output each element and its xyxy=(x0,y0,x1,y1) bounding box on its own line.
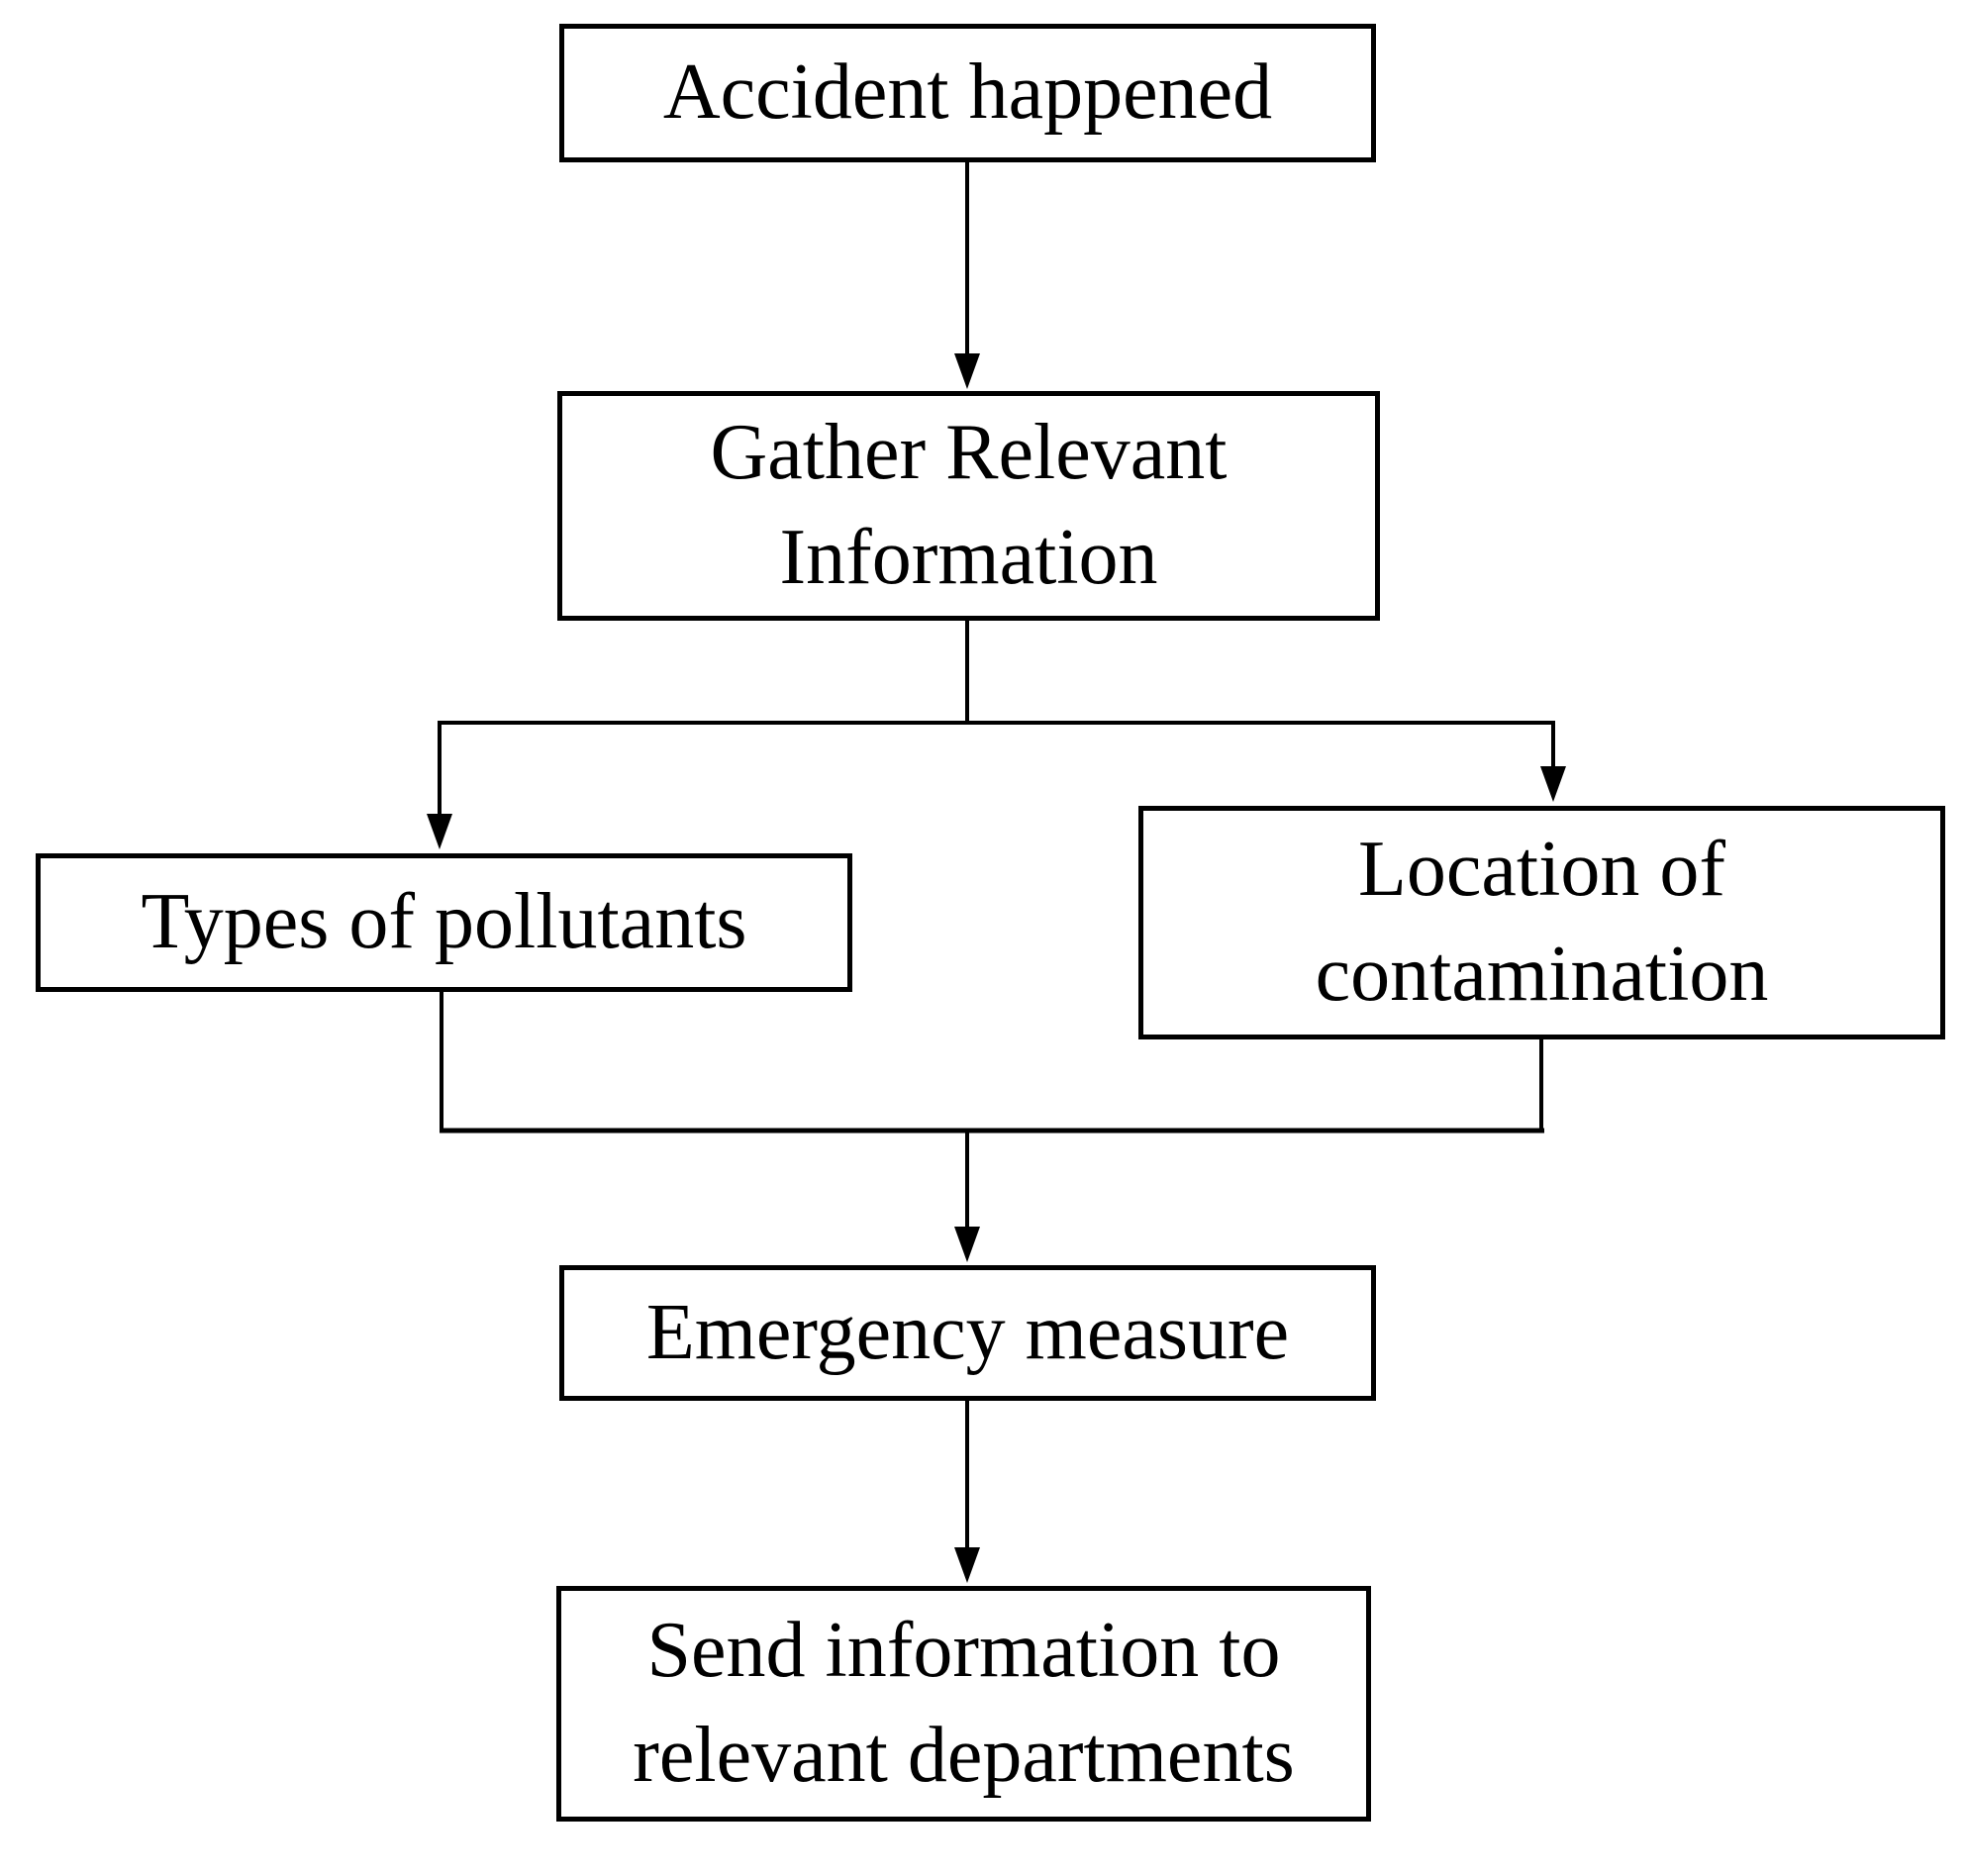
node-label: Types of pollutants xyxy=(141,878,747,966)
arrowhead-icon xyxy=(954,1547,980,1583)
arrowhead-icon xyxy=(427,814,452,849)
node-label: Accident happened xyxy=(662,49,1273,137)
arrowhead-icon xyxy=(954,1227,980,1262)
edge-accident-to-gather xyxy=(954,162,980,389)
edge-emergency-to-send xyxy=(954,1401,980,1583)
edge-gather-split xyxy=(440,621,1553,725)
node-label: Gather Relevant Information xyxy=(710,409,1228,601)
node-location-of-contamination: Location of contamination xyxy=(1138,806,1945,1039)
edge-split-to-pollutants xyxy=(427,721,452,849)
edge-merge-to-emergency xyxy=(954,1131,980,1262)
edge-split-to-location xyxy=(1540,721,1566,802)
node-label: Emergency measure xyxy=(645,1288,1290,1376)
node-types-of-pollutants: Types of pollutants xyxy=(36,853,852,992)
node-emergency-measure: Emergency measure xyxy=(559,1265,1376,1401)
node-label: Location of contamination xyxy=(1315,826,1769,1018)
node-label: Send information to relevant departments xyxy=(633,1607,1295,1799)
arrowhead-icon xyxy=(1540,766,1566,802)
edge-merge xyxy=(440,992,1544,1134)
node-send-information-to-relevant-departments: Send information to relevant departments xyxy=(556,1586,1371,1822)
node-accident-happened: Accident happened xyxy=(559,24,1376,162)
arrowhead-icon xyxy=(954,353,980,389)
node-gather-relevant-information: Gather Relevant Information xyxy=(557,391,1380,621)
